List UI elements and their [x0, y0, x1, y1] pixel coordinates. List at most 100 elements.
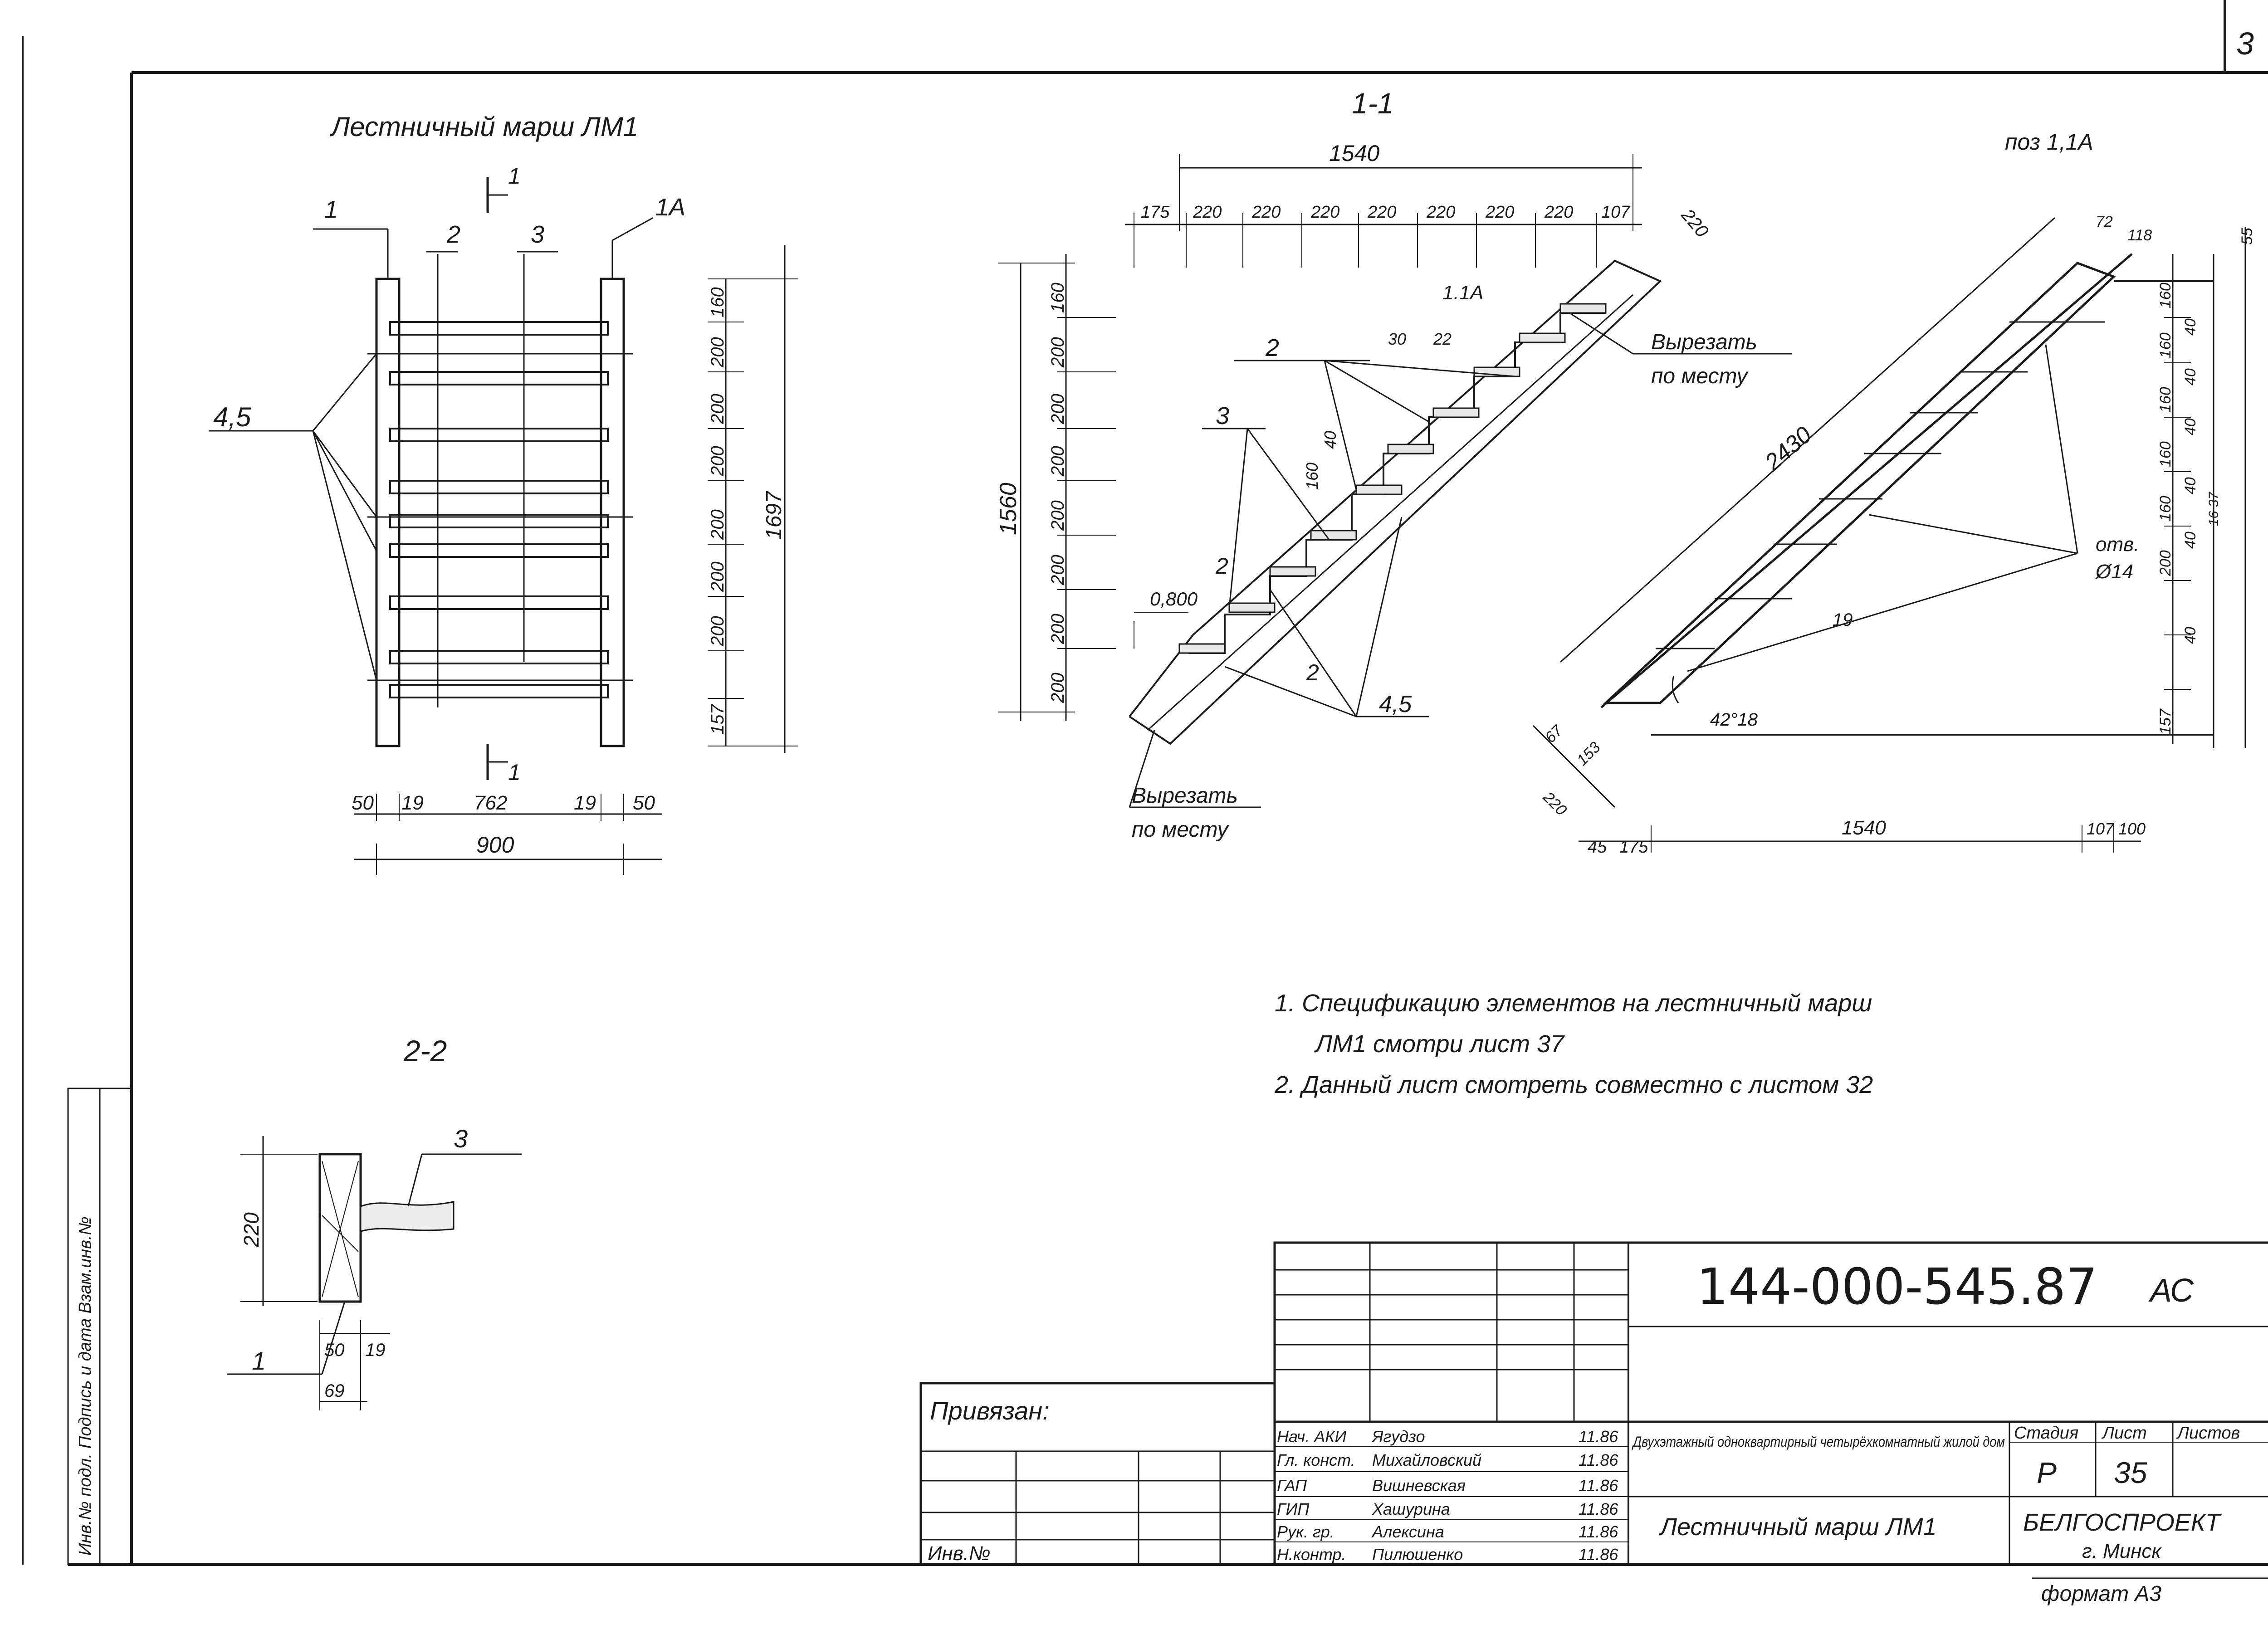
- section11-topdim-1: 175: [1141, 203, 1170, 222]
- section11-callout-2b: 2: [1215, 553, 1228, 579]
- note-line-2: ЛМ1 смотри лист 37: [1314, 1030, 1565, 1058]
- section11-overall-top: 1540: [1329, 141, 1379, 166]
- stringer-angle: 42°18: [1710, 710, 1758, 730]
- plan-vdim-1: 160: [708, 287, 728, 317]
- plan-labels: 1 2 3 1А 4,5 1 1 160 200 200 200 200 200…: [213, 163, 786, 858]
- stringer-rdim-6: 40: [2182, 418, 2199, 435]
- stringer-bdim-2: 175: [1619, 838, 1648, 857]
- stringer-rdim-3: 160: [2157, 332, 2174, 358]
- section11-leftdim-2: 200: [1048, 337, 1068, 368]
- section11-leftdim-6: 200: [1048, 555, 1068, 585]
- section11-topdim-9: 107: [1601, 203, 1631, 222]
- stringer-small-dim: 19: [1833, 610, 1853, 630]
- role-3: ГАП: [1277, 1476, 1307, 1495]
- section11-overall-height: 1560: [995, 483, 1022, 535]
- format-label: формат А3: [2041, 1582, 2161, 1606]
- section22-dim-69: 69: [324, 1381, 345, 1401]
- section11-topdim-3: 220: [1251, 203, 1281, 222]
- stringer-topdim-2: 118: [2127, 227, 2152, 244]
- role-name-3: Вишневская: [1372, 1476, 1466, 1495]
- role-name-1: Ягудзо: [1371, 1427, 1425, 1446]
- plan-overall-height: 1697: [762, 490, 786, 540]
- section11-labels: 1540 175 220 220 220 220 220 220 220 107…: [995, 141, 1757, 842]
- title-block: [919, 1241, 2268, 1579]
- role-1: Нач. АКИ: [1277, 1427, 1346, 1446]
- plan-view: [209, 177, 798, 875]
- stringer-ldim-3: 220: [1540, 788, 1570, 819]
- plan-callout-1a: 1А: [655, 194, 685, 221]
- role-name-2: Михайловский: [1372, 1451, 1481, 1469]
- stage-value: Р: [2037, 1456, 2057, 1489]
- stringer-bdim-1: 45: [1588, 838, 1607, 857]
- section11-leftdim-1: 160: [1048, 283, 1068, 313]
- sheets-label: Листов: [2176, 1424, 2240, 1443]
- stringer-view: [1532, 217, 2246, 853]
- section11-callout-45: 4,5: [1379, 691, 1412, 717]
- section11-cut-note-bottom-1: Вырезать: [1132, 784, 1238, 808]
- sheet-value: 35: [2114, 1456, 2147, 1489]
- sheet-frame: [22, 0, 2268, 1566]
- corner-number: 3: [2236, 26, 2254, 61]
- plan-section-mark-top: 1: [508, 163, 521, 189]
- stringer-topdim-3: 55: [2239, 228, 2256, 245]
- plan-vdim-7: 200: [708, 616, 728, 647]
- stringer-rdim-7: 160: [2157, 441, 2174, 467]
- stringer-rdim-12: 40: [2182, 627, 2199, 644]
- title-block-text: 144-000-545.87 АС Привязан: Инв.№ Нач. А…: [928, 1258, 2240, 1606]
- plan-vdim-2: 200: [708, 337, 728, 368]
- section11-topdim-6: 220: [1426, 203, 1455, 222]
- inv-label: Инв.№: [928, 1542, 991, 1565]
- plan-callout-2: 2: [446, 221, 460, 248]
- role-date-6: 11.86: [1579, 1545, 1618, 1564]
- org-name: БЕЛГОСПРОЕКТ: [2023, 1509, 2222, 1536]
- doc-code: 144-000-545.87: [1696, 1258, 2097, 1316]
- doc-mark: АС: [2148, 1273, 2194, 1309]
- plan-vdim-5: 200: [708, 509, 728, 540]
- stringer-ldim-2: 153: [1574, 739, 1604, 769]
- stringer-topdim-1: 72: [2096, 213, 2113, 230]
- section22-height: 220: [240, 1212, 263, 1248]
- role-date-4: 11.86: [1579, 1500, 1618, 1518]
- stringer-labels: 2430 72 118 55 160 40 160 40 160 40 160 …: [1540, 213, 2256, 857]
- plan-section-mark-bottom: 1: [508, 760, 521, 785]
- section11-cut-note-top-2: по месту: [1651, 364, 1749, 388]
- role-5: Рук. гр.: [1277, 1522, 1334, 1541]
- section11-small-30: 30: [1388, 330, 1406, 348]
- plan-vdim-6: 200: [708, 561, 728, 592]
- stringer-bdim-3: 1540: [1842, 817, 1886, 839]
- section11-cut-note-top-1: Вырезать: [1651, 330, 1757, 354]
- side-stamp-text: Инв.№ подл. Подпись и дата Взам.инв.№: [76, 1216, 95, 1556]
- section22-callout-3: 3: [454, 1124, 468, 1153]
- role-6: Н.контр.: [1277, 1545, 1346, 1564]
- stringer-rdim-11: 200: [2157, 550, 2174, 576]
- stringer-ldim-1: 67: [1542, 722, 1566, 746]
- section11-view: [998, 154, 1792, 808]
- plan-vdim-4: 200: [708, 446, 728, 477]
- section11-topdim-5: 220: [1367, 203, 1396, 222]
- section11-leftdim-4: 200: [1048, 446, 1068, 477]
- project-name: Двухэтажный одноквартирный четырёхкомнат…: [1632, 1434, 2005, 1450]
- stringer-length: 2430: [1760, 421, 1817, 476]
- plan-vdim-3: 200: [708, 394, 728, 424]
- section22-dim-19: 19: [365, 1340, 386, 1360]
- plan-bdim-3: 762: [474, 792, 507, 814]
- section22-dim-50: 50: [324, 1340, 345, 1360]
- stringer-right-extra: 16 37: [2206, 492, 2221, 526]
- section11-topdim-7: 220: [1485, 203, 1514, 222]
- stringer-hole-label-1: отв.: [2096, 533, 2139, 556]
- stringer-rdim-4: 40: [2182, 368, 2199, 385]
- plan-overall-width: 900: [476, 832, 514, 858]
- section11-topdim-2: 220: [1193, 203, 1222, 222]
- section11-small-0800: 0,800: [1150, 588, 1198, 610]
- section11-small-40: 40: [1321, 431, 1339, 449]
- plan-callout-1: 1: [324, 196, 338, 223]
- section11-small-220: 220: [1677, 205, 1712, 241]
- section11-leftdim-3: 200: [1048, 394, 1068, 424]
- section11-topdim-4: 220: [1310, 203, 1339, 222]
- section11-small-11a: 1.1А: [1442, 282, 1484, 304]
- side-stamp: [67, 1088, 132, 1566]
- stringer-rdim-5: 160: [2157, 387, 2174, 413]
- role-name-4: Хашурина: [1372, 1500, 1450, 1518]
- note-line-3: 2. Данный лист смотреть совместно с лист…: [1274, 1071, 1873, 1098]
